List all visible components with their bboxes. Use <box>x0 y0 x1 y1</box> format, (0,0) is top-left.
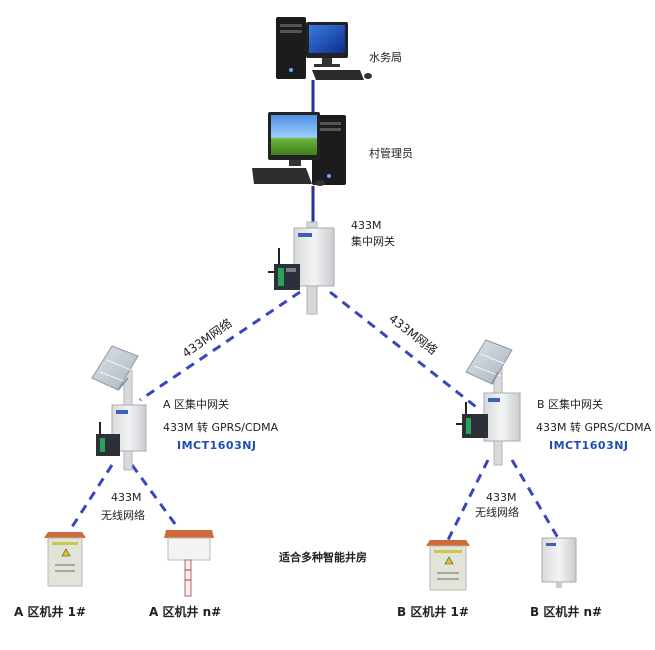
link-b-well-1 <box>446 459 490 541</box>
zone-b-gateway-icon <box>456 339 521 466</box>
zone-b-convert: 433M 转 GPRS/CDMA <box>536 421 652 434</box>
gateway-title-line1: 433M <box>351 219 382 232</box>
zone-a-convert: 433M 转 GPRS/CDMA <box>163 421 279 434</box>
well-bn-label: B 区机井 n# <box>530 605 603 619</box>
zone-a-wireless-2: 无线网络 <box>101 509 145 522</box>
left-network-label: 433M网络 <box>179 315 235 360</box>
caption: 适合多种智能井房 <box>279 551 367 564</box>
water-bureau-computer-icon <box>276 17 372 80</box>
gateway-title-line2: 集中网关 <box>351 235 395 248</box>
village-admin-label: 村管理员 <box>369 147 413 160</box>
zone-b-wireless-1: 433M <box>486 491 517 504</box>
well-b1-label: B 区机井 1# <box>397 605 469 619</box>
zone-a-wireless-1: 433M <box>111 491 142 504</box>
zone-a-model: IMCT1603NJ <box>177 439 257 452</box>
zone-a-title: A 区集中网关 <box>163 398 230 411</box>
link-b-well-n <box>510 459 560 539</box>
zone-b-model: IMCT1603NJ <box>549 439 629 452</box>
well-b1-cabinet-icon <box>426 540 470 591</box>
well-an-label: A 区机井 n# <box>149 605 222 619</box>
link-a-well-1 <box>68 464 114 531</box>
link-gateway-zone-a <box>139 290 301 402</box>
zone-a-gateway-icon <box>91 345 147 471</box>
central-gateway-icon <box>268 221 335 315</box>
well-bn-cabinet-icon <box>541 537 577 588</box>
well-a1-label: A 区机井 1# <box>14 605 87 619</box>
water-bureau-label: 水务局 <box>369 51 402 64</box>
right-network-label: 433M网络 <box>386 311 440 358</box>
well-a1-cabinet-icon <box>44 532 86 587</box>
link-a-well-n <box>130 464 180 529</box>
well-an-cabinet-icon <box>164 530 214 597</box>
zone-b-wireless-2: 无线网络 <box>475 506 519 519</box>
link-gateway-zone-b <box>329 290 481 412</box>
zone-b-title: B 区集中网关 <box>537 398 604 411</box>
village-admin-computer-icon <box>252 112 346 186</box>
